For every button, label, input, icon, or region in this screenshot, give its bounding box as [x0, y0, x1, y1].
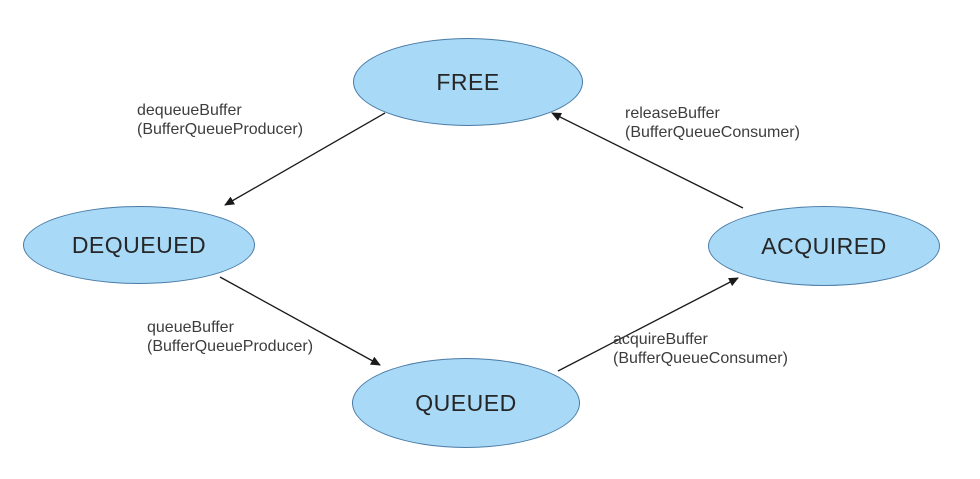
state-node-dequeued: DEQUEUED [23, 206, 255, 284]
edge-label-fn: releaseBuffer [625, 105, 720, 122]
edge-label-fn: queueBuffer [147, 319, 234, 336]
edge-label-actor: (BufferQueueProducer) [147, 338, 314, 355]
edge-free-to-dequeued [224, 112, 386, 206]
edge-label-dequeue-buffer: dequeueBuffer (BufferQueueProducer) [137, 101, 303, 139]
edge-queued-to-acquired [557, 277, 739, 372]
state-node-dequeued-label: DEQUEUED [71, 231, 207, 258]
edge-label-fn: acquireBuffer [613, 331, 708, 348]
edge-label-actor: (BufferQueueConsumer) [625, 124, 800, 141]
edge-label-fn: dequeueBuffer [137, 102, 242, 119]
state-node-queued-label: QUEUED [415, 389, 517, 416]
edge-acquired-to-free [551, 112, 744, 209]
edge-label-queue-buffer: queueBuffer (BufferQueueProducer) [147, 318, 313, 356]
state-node-free-label: FREE [436, 68, 500, 95]
state-node-free: FREE [353, 38, 583, 126]
edge-label-release-buffer: releaseBuffer (BufferQueueConsumer) [625, 104, 800, 142]
edge-label-acquire-buffer: acquireBuffer (BufferQueueConsumer) [613, 330, 788, 368]
state-node-queued: QUEUED [352, 358, 580, 448]
edge-dequeued-to-queued [219, 276, 381, 366]
state-node-acquired: ACQUIRED [708, 206, 940, 286]
edge-label-actor: (BufferQueueConsumer) [613, 350, 788, 367]
edge-label-actor: (BufferQueueProducer) [137, 121, 304, 138]
state-node-acquired-label: ACQUIRED [761, 232, 887, 259]
